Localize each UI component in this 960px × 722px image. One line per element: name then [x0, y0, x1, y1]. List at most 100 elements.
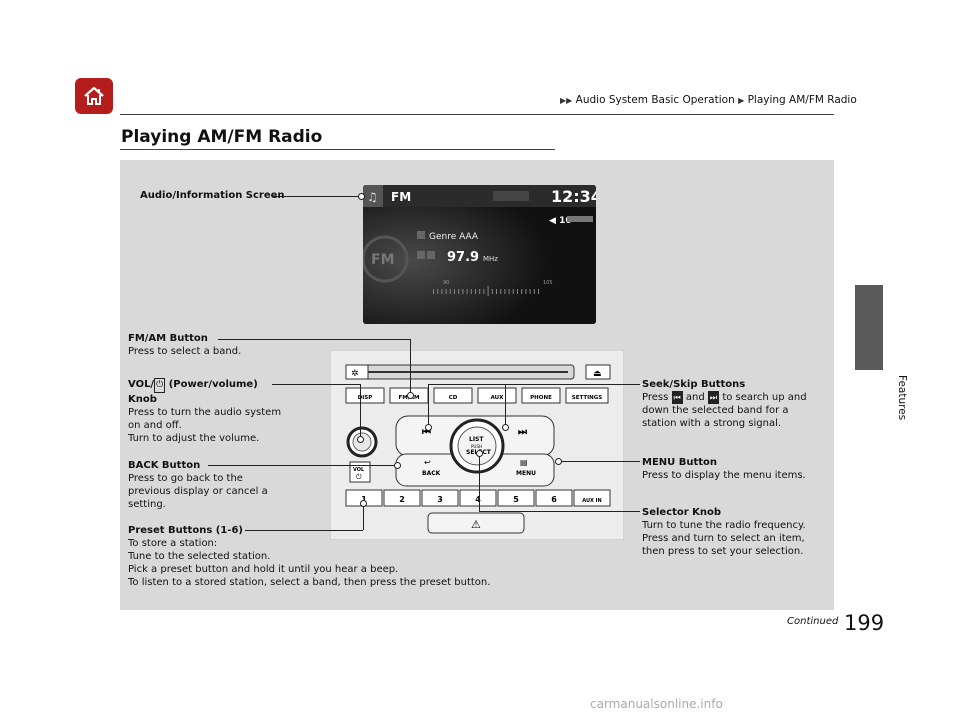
- tuning-tick: [483, 289, 485, 294]
- tuning-tick: [445, 289, 447, 294]
- svg-text:Genre AAA: Genre AAA: [429, 232, 479, 242]
- leader-dot: [358, 193, 365, 200]
- hazard-icon: ⚠: [471, 518, 481, 531]
- callout-fmam: FM/AM Button Press to select a band.: [128, 333, 242, 357]
- tuning-tick: [433, 289, 434, 294]
- breadcrumb-arrow-icon: ▶▶: [560, 96, 573, 105]
- brightness-button: [345, 364, 369, 380]
- leader-fmam: [218, 339, 410, 340]
- svg-text:FM: FM: [391, 190, 411, 204]
- svg-text:AUX: AUX: [491, 395, 505, 401]
- home-icon: [84, 86, 104, 105]
- svg-text:PUSH: PUSH: [471, 444, 482, 449]
- leader-preset: [245, 530, 363, 531]
- preset-button-2[interactable]: 2: [383, 489, 421, 507]
- preset-button-5[interactable]: 5: [497, 489, 535, 507]
- leader-dot: [502, 424, 509, 431]
- svg-text:BACK: BACK: [422, 470, 441, 477]
- section-tab-label: Features: [896, 375, 908, 421]
- svg-text:SETTINGS: SETTINGS: [572, 395, 603, 401]
- skip-back-icon: ⏮: [671, 391, 683, 404]
- tuning-tick: [466, 289, 468, 294]
- callout-selector: Selector Knob Turn to tune the radio fre…: [642, 507, 806, 557]
- svg-text:4: 4: [475, 495, 481, 504]
- breadcrumb-current: Playing AM/FM Radio: [747, 94, 857, 106]
- radio-button-settings[interactable]: SETTINGS: [565, 387, 609, 404]
- breadcrumb-arrow-icon: ▶: [738, 96, 745, 105]
- tuning-tick: [454, 289, 455, 294]
- screen-graphic: ♫ FM 12:34 ◀ 10 FM Genre AAA 97.9 MHz 90…: [363, 185, 596, 324]
- tuning-tick: [470, 289, 472, 294]
- continued-label: Continued: [787, 616, 839, 627]
- page-title: Playing AM/FM Radio: [121, 127, 323, 147]
- svg-text:1: 1: [361, 495, 367, 504]
- breadcrumb: ▶▶ Audio System Basic Operation ▶ Playin…: [560, 94, 857, 106]
- radio-button-cd[interactable]: CD: [433, 387, 473, 404]
- tuning-tick: [504, 289, 506, 294]
- page-number: 199: [844, 611, 885, 635]
- leader-seek: [428, 384, 429, 426]
- breadcrumb-link-audio[interactable]: Audio System Basic Operation: [575, 94, 735, 106]
- leader-screen: [272, 196, 360, 197]
- leader-dot: [476, 450, 483, 457]
- radio-button-aux[interactable]: AUX: [477, 387, 517, 404]
- svg-text:CD: CD: [449, 395, 458, 401]
- leader-dot: [407, 392, 414, 399]
- menu-icon: ▤: [520, 458, 528, 467]
- aux-in-port[interactable]: AUX IN: [573, 489, 611, 507]
- radio-button-disp[interactable]: DISP: [345, 387, 385, 404]
- preset-button-6[interactable]: 6: [535, 489, 573, 507]
- svg-text:2: 2: [399, 495, 405, 504]
- leader-selector: [479, 511, 640, 512]
- tuning-tick: [437, 289, 439, 294]
- tuning-tick: [479, 289, 481, 294]
- tuning-tick: [517, 289, 518, 294]
- leader-dot: [394, 462, 401, 469]
- svg-text:6: 6: [551, 495, 557, 504]
- leader-seek: [428, 384, 640, 385]
- svg-text:FM: FM: [371, 252, 395, 268]
- callout-screen: Audio/Information Screen: [140, 190, 285, 201]
- header-rule: [120, 114, 834, 115]
- skip-forward-icon: ⏭: [707, 391, 720, 404]
- tuning-tick: [529, 289, 531, 294]
- tuning-tick: [533, 289, 535, 294]
- volume-bar: [567, 216, 593, 222]
- svg-text:DISP: DISP: [358, 395, 373, 401]
- back-icon: ↩: [424, 458, 431, 467]
- leader-dot: [425, 424, 432, 431]
- svg-text:105: 105: [543, 280, 553, 286]
- svg-text:LIST: LIST: [469, 436, 484, 443]
- radio-button-phone[interactable]: PHONE: [521, 387, 561, 404]
- svg-text:MHz: MHz: [483, 255, 498, 263]
- tuning-tick: [496, 289, 497, 294]
- power-icon: ⏻: [154, 378, 166, 393]
- leader-menu: [558, 461, 640, 462]
- callout-seek: Seek/Skip Buttons Press ⏮ and ⏭ to searc…: [642, 379, 807, 429]
- section-tab[interactable]: [855, 285, 883, 370]
- leader-dot: [357, 436, 364, 443]
- tuning-tick: [525, 289, 527, 294]
- leader-selector: [479, 452, 480, 511]
- title-rule: [120, 149, 555, 150]
- leader-preset: [363, 502, 364, 530]
- home-button[interactable]: [75, 78, 113, 114]
- tuning-tick: [487, 286, 489, 296]
- svg-text:90: 90: [443, 280, 449, 286]
- seek-up-icon: ⏭: [518, 427, 527, 438]
- callout-vol: VOL/⏻ (Power/volume) Knob Press to turn …: [128, 378, 282, 444]
- music-note-icon: ♫: [367, 190, 378, 204]
- tuning-tick: [458, 289, 460, 294]
- leader-dot: [360, 500, 367, 507]
- status-icons: [493, 191, 529, 201]
- svg-text:MENU: MENU: [516, 470, 536, 477]
- svg-text:VOL: VOL: [353, 467, 365, 473]
- svg-text:5: 5: [513, 495, 519, 504]
- leader-back: [208, 465, 396, 466]
- leader-fmam: [410, 339, 411, 394]
- preset-button-4[interactable]: 4: [459, 489, 497, 507]
- svg-text:PHONE: PHONE: [530, 395, 552, 401]
- callout-preset: Preset Buttons (1-6) To store a station:…: [128, 525, 491, 588]
- preset-button-3[interactable]: 3: [421, 489, 459, 507]
- audio-information-screen: ♫ FM 12:34 ◀ 10 FM Genre AAA 97.9 MHz 90…: [363, 185, 596, 324]
